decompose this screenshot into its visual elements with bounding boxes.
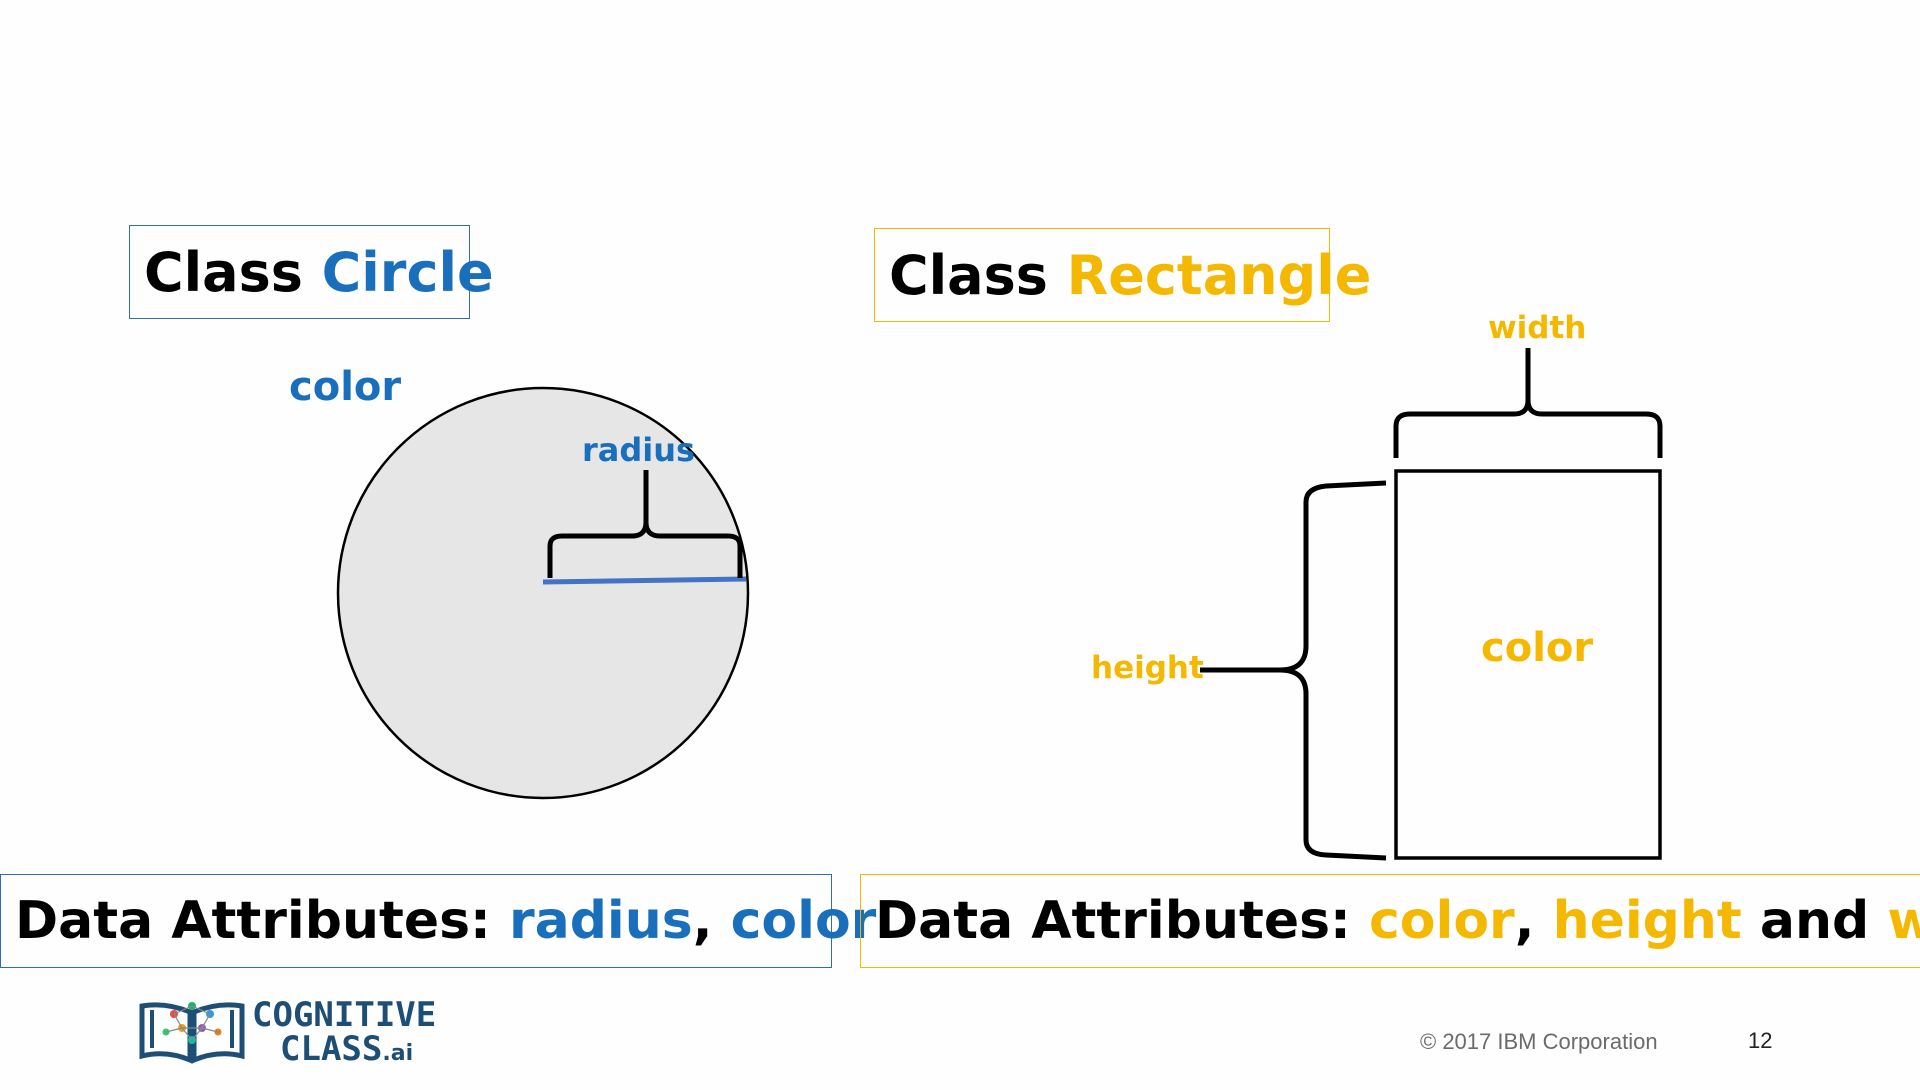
logo-suffix: .ai	[382, 1041, 414, 1066]
title-prefix: Class	[889, 243, 1067, 307]
attribute-color: color	[1368, 891, 1515, 951]
rectangle-color-label: color	[1481, 625, 1594, 671]
open-book-icon	[139, 1002, 245, 1064]
width-brace	[1393, 348, 1663, 458]
radius-line	[542, 576, 747, 585]
cognitive-class-logo: COGNITIVE CLASS.ai	[136, 996, 436, 1066]
attribute-height: height	[1552, 891, 1742, 951]
height-label: height	[1091, 650, 1204, 686]
attribute-width: width	[1887, 891, 1920, 951]
attribute-conjunction: and	[1741, 891, 1888, 951]
attribute-separator: ,	[1514, 891, 1553, 951]
attribute-color: color	[730, 891, 877, 951]
logo-line-2: CLASS	[280, 1029, 383, 1069]
title-prefix: Class	[144, 240, 322, 304]
rectangle-shape	[1394, 469, 1662, 860]
attribute-radius: radius	[508, 891, 693, 951]
class-circle-title: Class Circle	[129, 225, 494, 319]
radius-label: radius	[582, 431, 696, 469]
rectangle-data-attributes: Data Attributes: color , height and widt…	[860, 874, 1920, 968]
height-brace	[1200, 480, 1387, 861]
title-class-name: Circle	[321, 240, 494, 304]
attributes-prefix: Data Attributes:	[15, 891, 509, 951]
attribute-separator: ,	[692, 891, 731, 951]
title-class-name: Rectangle	[1066, 243, 1372, 307]
attributes-prefix: Data Attributes:	[875, 891, 1369, 951]
circle-data-attributes: Data Attributes: radius , color	[0, 874, 876, 968]
copyright-text: © 2017 IBM Corporation	[1420, 1029, 1658, 1054]
logo-line-1: COGNITIVE	[252, 995, 437, 1035]
page-number: 12	[1748, 1028, 1773, 1053]
logo-line-2-group: CLASS.ai	[280, 1032, 413, 1066]
radius-brace	[547, 470, 743, 578]
circle-color-label: color	[289, 364, 402, 410]
class-rectangle-title: Class Rectangle	[874, 228, 1371, 322]
width-label: width	[1488, 310, 1587, 346]
